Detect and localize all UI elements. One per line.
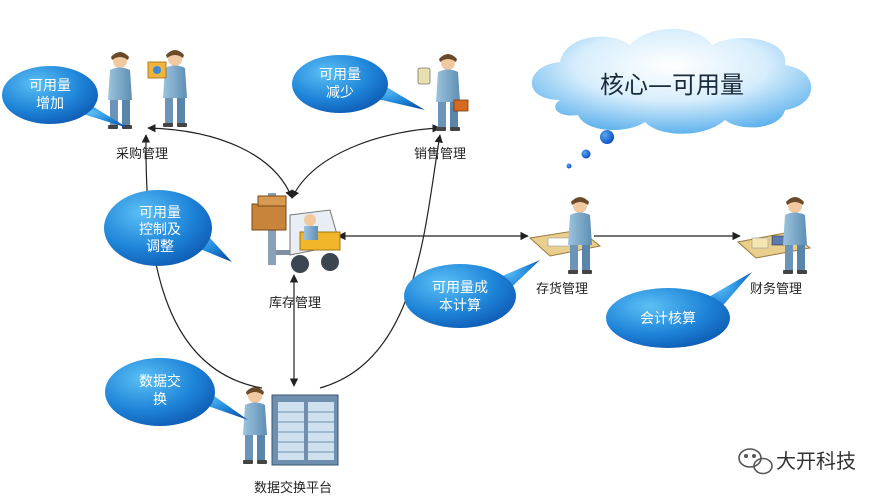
forklift-icon: [251, 193, 341, 273]
bubble-accounting: 会计核算: [606, 272, 752, 348]
inventory-node: 库存管理: [251, 193, 341, 311]
briefcase-icon: [453, 99, 469, 112]
bubble-data-line-1: 数据交: [139, 373, 181, 390]
bubble-decrease-line-1: 可用量: [319, 67, 361, 83]
thought-dot-small: [566, 163, 572, 169]
bubble-increase-line-1: 可用量: [29, 78, 71, 94]
purchase-node: 采购管理: [108, 50, 187, 162]
stock-label: 存货管理: [536, 281, 588, 297]
connectors: [141, 124, 741, 389]
arrow-inventory-sales: [291, 124, 441, 199]
watermark: 大开科技: [738, 448, 856, 475]
buyer-person-icon: [108, 52, 132, 129]
bubble-cost-line-2: 本计算: [439, 298, 481, 314]
stock-node: 存货管理: [528, 197, 602, 297]
finance-label: 财务管理: [750, 281, 802, 297]
bubble-accounting-line-1: 会计核算: [640, 311, 696, 327]
sales-node: 销售管理: [414, 54, 469, 162]
supplier-person-icon: [163, 50, 187, 127]
thought-dot-large: [600, 130, 614, 144]
purchase-box-icon: [147, 61, 167, 79]
operator-person-icon: [243, 387, 267, 464]
bubble-cost-line-1: 可用量成: [432, 280, 488, 296]
watermark-text: 大开科技: [776, 449, 856, 473]
bubble-control: 可用量 控制及 调整: [104, 190, 232, 266]
inventory-label: 库存管理: [269, 295, 321, 311]
bubble-control-line-2: 控制及: [139, 222, 181, 238]
device-icon: [417, 67, 431, 85]
wechat-logo-icon: [738, 448, 773, 475]
accountant-icon: [783, 197, 807, 274]
stock-clerk-icon: [568, 197, 592, 274]
bubble-cost: 可用量成 本计算: [404, 260, 540, 328]
arrow-inventory-purchase: [147, 124, 294, 199]
bubble-data-line-2: 换: [153, 391, 167, 408]
cloud-title: 核心—可用量: [600, 71, 744, 99]
purchase-label: 采购管理: [116, 146, 168, 162]
bubble-increase-line-2: 增加: [36, 96, 64, 112]
bubble-decrease: 可用量 减少: [292, 55, 425, 113]
bubble-increase: 可用量 增加: [2, 66, 128, 128]
bubble-control-line-1: 可用量: [139, 205, 181, 221]
thought-dot-medium: [581, 149, 591, 159]
server-rack-icon: [271, 394, 339, 466]
finance-node: 财务管理: [736, 197, 812, 297]
exchange-node: 数据交换平台: [243, 387, 339, 496]
arrow-exchange-purchase: [141, 134, 263, 389]
salesperson-icon: [436, 54, 460, 131]
sales-label: 销售管理: [414, 146, 466, 162]
exchange-label: 数据交换平台: [254, 480, 332, 496]
bubble-control-line-3: 调整: [146, 239, 174, 255]
bubble-data: 数据交 换: [105, 358, 248, 426]
bubble-decrease-line-2: 减少: [326, 85, 354, 101]
core-cloud: 核心—可用量: [531, 28, 812, 169]
